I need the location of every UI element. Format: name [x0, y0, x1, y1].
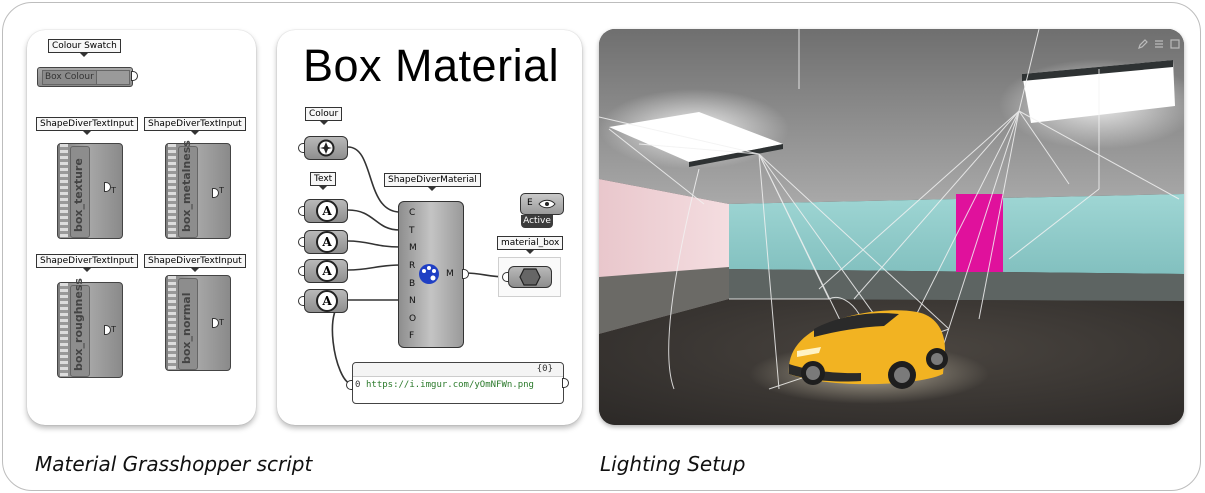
swatch-tag: Colour Swatch — [48, 39, 121, 57]
text-param-2[interactable]: A — [304, 230, 348, 254]
material-input-m: M — [409, 243, 417, 253]
panel-input-port[interactable] — [346, 380, 353, 390]
active-badge: Active — [521, 215, 553, 228]
swatch-color — [96, 70, 130, 85]
metalness-output-port[interactable] — [212, 188, 219, 198]
material-box-input-port[interactable] — [502, 272, 509, 282]
text-param-1-icon: A — [316, 200, 338, 222]
shapediver-material-component[interactable]: C T M R B N O F M — [398, 201, 464, 348]
colour-swatch-component[interactable]: Box Colour — [37, 67, 133, 87]
url-panel[interactable]: {0} 0 https://i.imgur.com/yOmNFWn.png — [352, 362, 564, 404]
active-input-label: E — [527, 198, 533, 208]
car-model — [788, 310, 948, 389]
text-param-2-port[interactable] — [298, 237, 305, 247]
colour-input-port[interactable] — [298, 143, 305, 153]
viewport-toolbar — [1138, 39, 1180, 49]
text-param-4[interactable]: A — [304, 289, 348, 313]
lighting-scene-viewport[interactable] — [599, 29, 1184, 425]
text-param-3[interactable]: A — [304, 259, 348, 283]
metalness-text-input[interactable]: box_metalness T — [165, 140, 231, 239]
hexagon-icon — [519, 268, 541, 286]
texture-input-tag: ShapeDiverTextInput — [36, 117, 138, 135]
wire-text-3 — [347, 264, 401, 271]
metalness-input-tag: ShapeDiverTextInput — [144, 117, 246, 135]
roughness-output-port[interactable] — [104, 325, 111, 335]
texture-output-port[interactable] — [104, 182, 111, 192]
normal-output-port[interactable] — [212, 318, 219, 328]
text-param-4-port[interactable] — [298, 296, 305, 306]
texture-output-label: T — [111, 186, 116, 195]
panel-index: 0 — [355, 380, 361, 390]
texture-text-input[interactable]: box_texture T — [57, 143, 123, 239]
wire-text-2 — [347, 240, 401, 248]
material-input-n: N — [409, 296, 416, 306]
shapediver-material-tag: ShapeDiverMaterial — [384, 173, 481, 191]
edit-icon[interactable] — [1138, 39, 1148, 49]
material-output-port[interactable] — [462, 269, 469, 279]
text-param-4-icon: A — [316, 290, 338, 312]
sliders-icon[interactable] — [1154, 39, 1164, 49]
caption-left: Material Grasshopper script — [35, 452, 313, 476]
material-input-o: O — [409, 314, 417, 324]
swatch-output-port[interactable] — [131, 71, 138, 81]
text-tag: Text — [310, 172, 337, 190]
roughness-output-label: T — [111, 325, 116, 334]
wire-text-1 — [347, 209, 401, 231]
normal-input-tag: ShapeDiverTextInput — [144, 254, 246, 272]
colour-tag: Colour — [305, 107, 343, 125]
text-param-3-icon: A — [316, 260, 338, 282]
normal-output-label: T — [219, 318, 224, 327]
wire-colour — [347, 146, 401, 213]
panel-url-text: https://i.imgur.com/yOmNFWn.png — [366, 380, 534, 390]
box-material-title: Box Material — [303, 40, 560, 91]
material-input-b: B — [409, 279, 416, 289]
eye-icon — [538, 199, 556, 209]
material-input-r: R — [409, 261, 416, 271]
palette-icon — [419, 264, 439, 284]
caption-right: Lighting Setup — [600, 452, 746, 476]
text-param-1[interactable]: A — [304, 199, 348, 223]
text-param-3-port[interactable] — [298, 266, 305, 276]
expand-icon[interactable] — [1170, 39, 1180, 49]
material-box-tag: material_box — [497, 236, 564, 254]
material-input-c: C — [409, 208, 416, 218]
colour-param[interactable] — [304, 136, 348, 160]
metalness-output-label: T — [219, 186, 224, 195]
material-input-f: F — [409, 331, 415, 341]
active-component[interactable]: E — [520, 193, 564, 215]
normal-text-input[interactable]: box_normal T — [165, 275, 231, 371]
scene-render — [599, 29, 1184, 425]
material-box-param[interactable] — [508, 266, 552, 288]
roughness-input-tag: ShapeDiverTextInput — [36, 254, 138, 272]
panel-output-port[interactable] — [562, 378, 569, 388]
panel-count: {0} — [536, 364, 553, 374]
text-param-2-icon: A — [316, 231, 338, 253]
roughness-text-input[interactable]: box_roughness T — [57, 278, 123, 378]
text-param-1-port[interactable] — [298, 206, 305, 216]
material-output-label: M — [446, 269, 454, 279]
swatch-icon — [317, 139, 335, 157]
material-input-t: T — [409, 226, 415, 236]
